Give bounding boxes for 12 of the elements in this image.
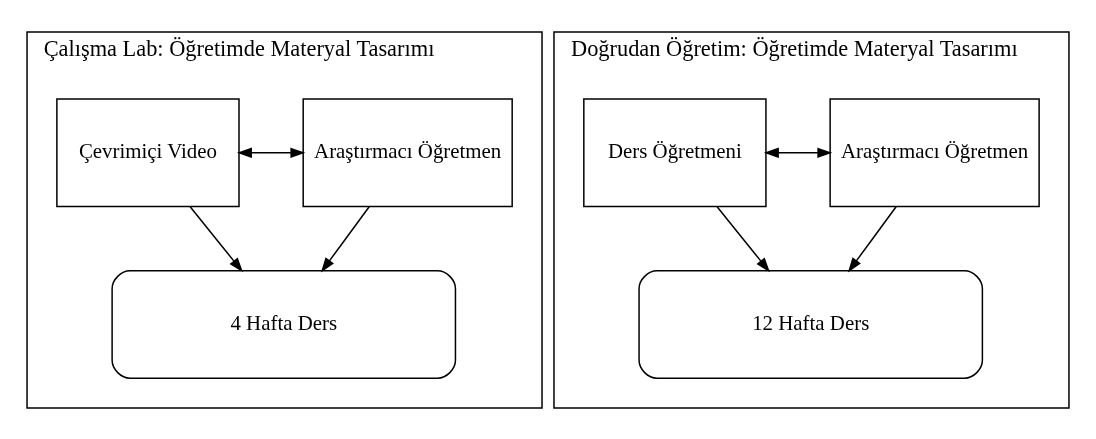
arrow bbox=[763, 147, 833, 158]
node-box: Ders Öğretmeni bbox=[583, 97, 767, 207]
arrow bbox=[716, 205, 770, 272]
arrow bbox=[847, 205, 897, 272]
node-box: Araştırmacı Öğretmen bbox=[302, 97, 513, 207]
arrow bbox=[320, 205, 370, 272]
node-box: 12 Hafta Ders bbox=[638, 269, 984, 379]
node-box: Çevrimiçi Video bbox=[56, 97, 240, 207]
arrow bbox=[189, 205, 243, 272]
node-box: 4 Hafta Ders bbox=[111, 269, 457, 379]
arrow bbox=[237, 147, 306, 158]
node-box: Araştırmacı Öğretmen bbox=[829, 97, 1040, 207]
